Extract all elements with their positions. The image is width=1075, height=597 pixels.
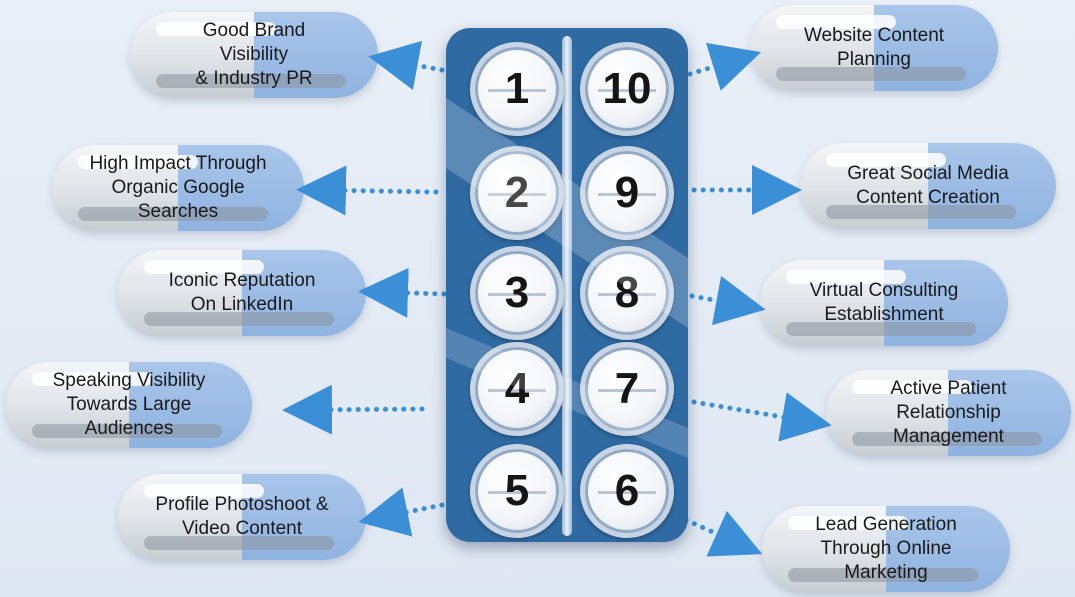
pill-5: 5 bbox=[470, 444, 564, 538]
pill-6: 6 bbox=[580, 444, 674, 538]
pill-2: 2 bbox=[470, 146, 564, 240]
arrow-3 bbox=[358, 267, 447, 318]
arrow-7 bbox=[691, 392, 832, 442]
pill-number: 5 bbox=[504, 466, 530, 515]
pill-number: 3 bbox=[504, 268, 530, 317]
capsule-label: Good Brand Visibility & Industry PR bbox=[195, 20, 313, 89]
arrow-5 bbox=[358, 487, 445, 537]
pill-number: 4 bbox=[504, 364, 530, 413]
pill-10: 10 bbox=[580, 42, 674, 136]
capsule-label: Website Content Planning bbox=[803, 25, 945, 70]
arrow-10 bbox=[687, 42, 762, 91]
capsule-right-9: Great Social Media Content Creation bbox=[800, 143, 1056, 229]
pill-9: 9 bbox=[580, 146, 674, 240]
capsule-label: Lead Generation Through Online Marketing bbox=[815, 514, 957, 583]
arrow-2 bbox=[296, 165, 439, 216]
capsule-left-4: Speaking Visibility Towards Large Audien… bbox=[6, 362, 252, 448]
blister-glare bbox=[446, 98, 688, 458]
pill-4: 4 bbox=[470, 342, 564, 436]
pill-7: 7 bbox=[580, 342, 674, 436]
pill-number: 8 bbox=[614, 268, 640, 317]
pill-number: 1 bbox=[504, 64, 530, 113]
capsule-label: Virtual Consulting Establishment bbox=[809, 280, 959, 325]
pill-number: 10 bbox=[602, 64, 652, 113]
arrow-8 bbox=[689, 275, 766, 326]
pill-number: 2 bbox=[505, 168, 529, 218]
capsule-label: Great Social Media Content Creation bbox=[847, 163, 1009, 208]
pill-3: 3 bbox=[470, 246, 564, 340]
blister-divider bbox=[562, 36, 572, 536]
capsule-label: Profile Photoshoot & Video Content bbox=[155, 494, 329, 539]
capsule-label: Speaking Visibility Towards Large Audien… bbox=[52, 370, 206, 439]
pill-number: 7 bbox=[614, 364, 640, 413]
pill-1: 1 bbox=[470, 42, 564, 136]
capsule-right-8: Virtual Consulting Establishment bbox=[760, 260, 1008, 346]
capsule-label: Iconic Reputation On LinkedIn bbox=[168, 270, 316, 315]
capsule-label: High Impact Through Organic Google Searc… bbox=[89, 153, 267, 222]
capsule-left-5: Profile Photoshoot & Video Content bbox=[118, 474, 366, 560]
arrow-4 bbox=[282, 384, 425, 435]
arrow-6 bbox=[683, 510, 763, 557]
arrow-1 bbox=[368, 40, 445, 91]
capsule-right-7: Active Patient Relationship Management bbox=[826, 370, 1071, 456]
pill-number: 9 bbox=[614, 168, 640, 217]
pill-8: 8 bbox=[580, 246, 674, 340]
capsule-left-2: High Impact Through Organic Google Searc… bbox=[52, 145, 304, 231]
capsule-left-3: Iconic Reputation On LinkedIn bbox=[118, 250, 366, 336]
capsule-right-10: Website Content Planning bbox=[750, 5, 998, 91]
capsule-left-1: Good Brand Visibility & Industry PR bbox=[130, 12, 378, 98]
capsule-right-6: Lead Generation Through Online Marketing bbox=[762, 506, 1010, 592]
pill-number: 6 bbox=[614, 466, 640, 515]
capsule-label: Active Patient Relationship Management bbox=[890, 378, 1007, 447]
